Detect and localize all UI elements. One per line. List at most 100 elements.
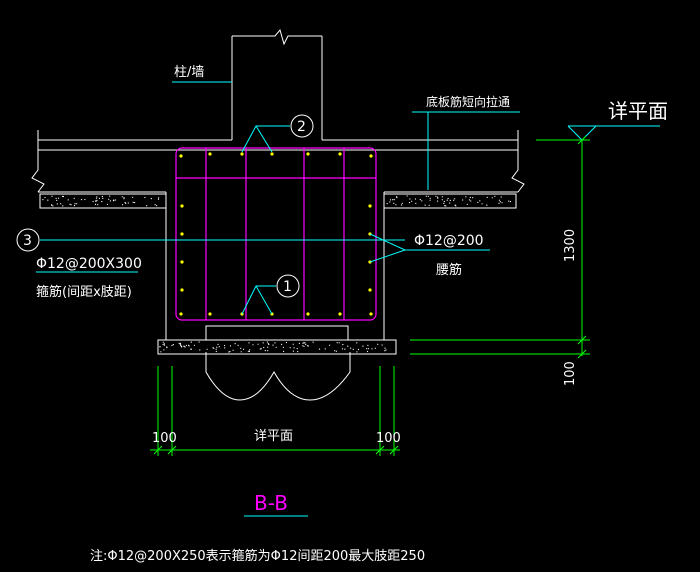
label-bottom-slab-rebar: 底板筋短向拉通 [426, 94, 510, 109]
blinding-bottom [157, 339, 397, 355]
hatch-dot [193, 344, 195, 346]
rebar-dot [338, 312, 342, 316]
hatch-dot [304, 342, 306, 344]
hatch-dot [190, 341, 192, 343]
hatch-dot [52, 205, 54, 207]
hatch-dot [101, 201, 103, 203]
hatch-dot [257, 343, 259, 345]
hatch-dot [342, 344, 344, 346]
hatch-dot [76, 203, 78, 205]
callout-1-leader-b [255, 285, 273, 315]
hatch-dot [435, 195, 437, 197]
hatch-dot [303, 342, 305, 344]
hatch-dot [371, 348, 373, 350]
hatch-dot [329, 344, 331, 346]
rebar-dot [179, 312, 183, 316]
hatch-dot [188, 344, 190, 346]
hatch-dot [106, 203, 109, 205]
hatch-dot [447, 197, 449, 200]
hatch-dot [338, 342, 340, 344]
hatch-dot [347, 345, 349, 347]
hatch-dot [293, 347, 295, 349]
hatch-dot [144, 196, 146, 199]
rebar-dot [180, 232, 184, 236]
hatch-dot [132, 196, 134, 198]
cushion-block [205, 325, 349, 341]
wall-break-line [232, 28, 322, 46]
hatch-dot [468, 199, 471, 201]
hatch-dot [94, 203, 97, 205]
hatch-dot [446, 199, 448, 201]
hatch-dot [234, 343, 236, 345]
dim-tick [577, 135, 587, 145]
hatch-dot [156, 205, 158, 207]
hatch-dot [264, 350, 266, 352]
hatch-dot [444, 205, 446, 207]
hatch-dot [73, 197, 75, 199]
hatch-dot [389, 201, 391, 203]
hatch-dot [95, 197, 97, 199]
hatch-dot [74, 203, 76, 205]
hatch-dot [454, 204, 456, 206]
hatch-dot [224, 347, 226, 349]
callout-3-number: 3 [23, 233, 32, 249]
hatch-dot [62, 195, 64, 197]
hatch-dot [67, 199, 69, 201]
hatch-dot [181, 346, 183, 348]
hatch-dot [163, 349, 165, 351]
hatch-dot [395, 204, 397, 206]
hatch-dot [123, 198, 125, 200]
hatch-dot [396, 196, 398, 198]
hatch-dot [42, 199, 44, 201]
rebar-dot [338, 152, 342, 156]
hatch-dot [134, 201, 136, 204]
hatch-dot [362, 345, 364, 347]
hatch-dot [296, 348, 298, 350]
rebar-dot [369, 312, 373, 316]
hatch-dot [262, 342, 264, 344]
hatch-dot [455, 205, 457, 207]
hatch-dot [267, 343, 269, 345]
hatch-dot [352, 348, 354, 350]
callout-circles [16, 114, 314, 298]
hatch-dot [285, 341, 287, 344]
hatch-dot [470, 200, 472, 202]
hatch-dot [185, 344, 187, 346]
hatch-dot [160, 351, 162, 353]
callout-2-number: 2 [297, 119, 306, 135]
callout-1-number: 1 [283, 279, 292, 295]
rebar-dot [368, 204, 372, 208]
hatch-dot [385, 349, 387, 351]
hatch-dot [125, 202, 127, 204]
hatch-dot [69, 203, 71, 205]
hatch-dot [228, 351, 230, 353]
hatch-dot [47, 199, 49, 201]
hatch-dot [498, 199, 500, 201]
hatch-dot [437, 197, 439, 199]
hatch-dot [366, 350, 369, 353]
annotations: 柱/墙 底板筋短向拉通 详平面 2 1 3 Φ12@200X300 箍筋(间距x… [23, 65, 668, 564]
dim-text-100-right: 100 [563, 361, 578, 386]
hatch-dot [449, 202, 451, 204]
hatch-dot [150, 198, 152, 200]
hatch-dot [218, 346, 220, 348]
hatch-dot [183, 345, 185, 348]
rebar-dot [270, 152, 274, 156]
hatch-dot [237, 344, 239, 346]
hatch-dot [247, 350, 249, 352]
pile-outline [205, 352, 351, 401]
hatch-dot [429, 199, 431, 201]
hatch-dot [92, 200, 94, 203]
hatch-dot [180, 344, 182, 347]
note-text: 注:Φ12@200X250表示箍筋为Φ12间距200最大肢距250 [90, 548, 425, 564]
hatch-dot [162, 341, 164, 343]
hatch-dot [374, 347, 376, 349]
hatch-dot [356, 351, 358, 353]
dim-tick [577, 349, 587, 359]
hatch-dot [302, 345, 304, 347]
hatch-dot [229, 345, 232, 347]
hatch-dot [384, 350, 386, 352]
hatch-dot [445, 205, 447, 207]
hatch-dot [44, 196, 46, 199]
